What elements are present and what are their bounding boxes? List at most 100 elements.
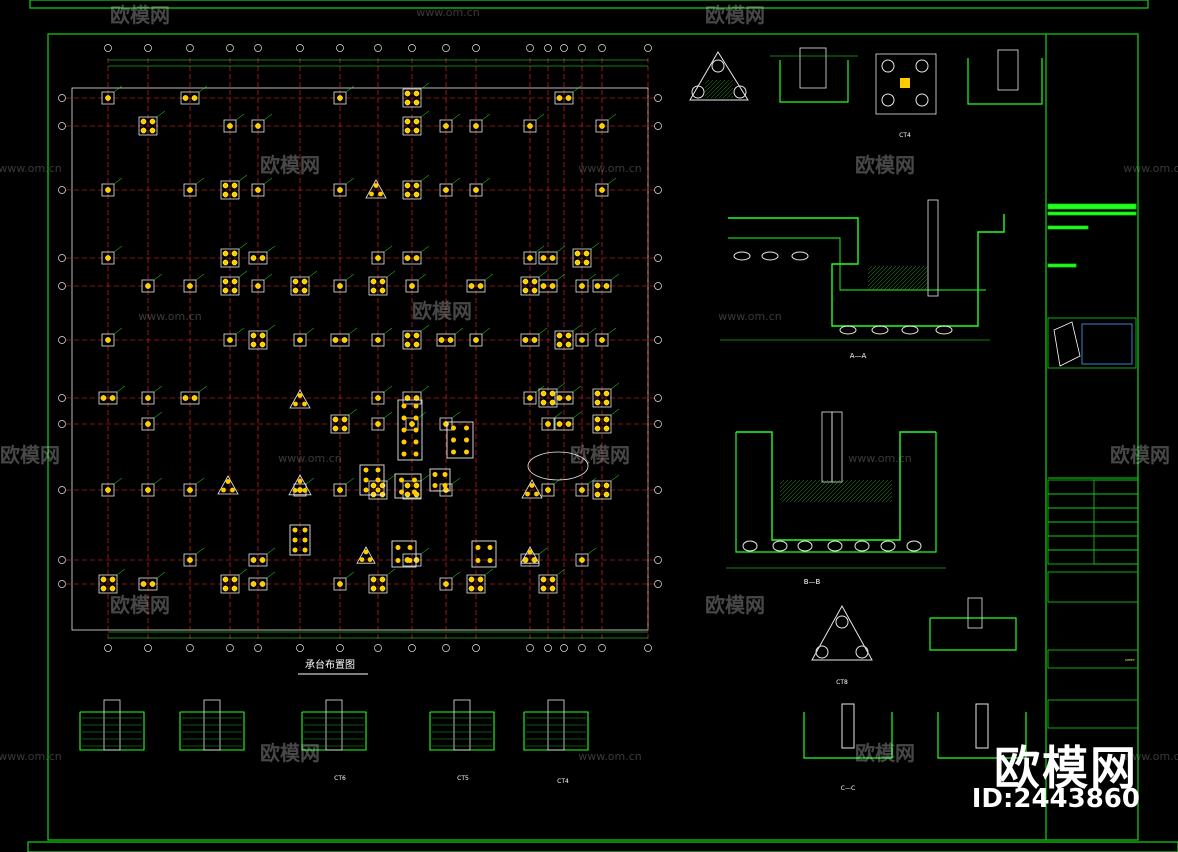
pile-cap-outline <box>439 119 453 133</box>
pile-cap-outline <box>251 183 265 197</box>
leader-line <box>235 327 245 335</box>
pile <box>341 337 348 343</box>
axis-bubble <box>374 644 382 652</box>
pile-cap-outline <box>248 330 268 350</box>
axis-bubble <box>654 122 662 130</box>
brand-badge-name: 欧模网 <box>994 741 1138 795</box>
column <box>841 703 855 749</box>
pile-cap-outline <box>523 119 537 133</box>
leader-line <box>420 324 430 332</box>
section-aa-small <box>967 58 1043 105</box>
hatch-line <box>722 87 734 99</box>
hatch-line <box>833 479 857 503</box>
pile <box>413 99 420 106</box>
pile <box>301 278 308 285</box>
axis-bubble <box>104 644 112 652</box>
pile-cap <box>575 547 597 567</box>
column-marker <box>900 78 910 88</box>
pile <box>145 421 151 427</box>
pile <box>413 557 420 563</box>
hatch-line <box>881 491 893 503</box>
pile <box>413 395 420 401</box>
plan-title: 承台布置图 <box>305 658 355 671</box>
pile-cap <box>592 273 620 293</box>
pile-cap-outline <box>469 333 483 347</box>
leader-line <box>153 411 163 419</box>
leader-line <box>535 113 545 121</box>
pile-cap <box>330 408 358 434</box>
hatch-line <box>779 479 785 485</box>
pile <box>487 558 493 563</box>
watermark-brand: 欧模网 <box>110 3 170 27</box>
leader-line <box>266 571 276 579</box>
pile <box>468 283 475 289</box>
pile <box>522 278 529 285</box>
wall-column <box>831 411 843 483</box>
pile-cap-outline <box>402 180 422 200</box>
pile <box>302 537 308 543</box>
pile <box>549 283 556 289</box>
axis-bubble <box>472 644 480 652</box>
axis-bubble <box>654 420 662 428</box>
pile-circle <box>855 645 869 659</box>
pile-cap-outline <box>141 483 155 497</box>
pile <box>370 278 377 285</box>
axis-bubble <box>336 44 344 52</box>
pile-cap <box>101 245 123 265</box>
leader-line <box>556 568 566 576</box>
pile <box>579 557 585 563</box>
axis-bubble <box>58 556 66 564</box>
title-bar <box>1047 203 1137 210</box>
label-section-aa: A—A <box>850 352 867 360</box>
pile <box>475 558 481 563</box>
pile <box>477 283 484 289</box>
pile-cap <box>248 324 276 350</box>
pile <box>404 255 411 261</box>
pile <box>565 341 572 348</box>
leader-line <box>590 242 600 250</box>
pile <box>412 489 417 495</box>
pile-cap <box>469 327 491 347</box>
leader-line <box>610 474 620 482</box>
pile-cap-outline <box>575 279 589 293</box>
wall-column <box>927 199 939 297</box>
pile-cap <box>554 85 582 105</box>
hatch-line <box>865 479 889 503</box>
pile-cap-outline <box>371 333 385 347</box>
pile <box>369 191 374 197</box>
section-bb-outer <box>736 431 936 541</box>
tb-block <box>1047 571 1139 603</box>
pile-circle <box>815 645 829 659</box>
pile <box>145 395 151 401</box>
pile <box>464 425 469 431</box>
hatch-line <box>710 79 730 99</box>
pile-cap <box>541 477 563 497</box>
pile <box>255 123 261 129</box>
pile <box>109 585 116 592</box>
pile-cap <box>223 327 245 347</box>
pile <box>556 341 563 348</box>
leader-line <box>572 385 582 393</box>
pile-cap <box>101 85 123 105</box>
pile <box>259 557 266 563</box>
pile <box>187 557 193 563</box>
pile <box>527 395 533 401</box>
cap-outline <box>301 711 367 751</box>
pile-cap <box>223 113 245 133</box>
pile-cap-outline <box>368 276 388 296</box>
pile <box>373 183 379 188</box>
pile-cap-outline <box>538 251 558 265</box>
pile-cap <box>333 177 355 197</box>
leader-line <box>345 477 355 485</box>
pile-cap-outline <box>554 391 574 405</box>
axis-bubble <box>644 644 652 652</box>
cap-section-outline <box>779 60 849 103</box>
leader-line <box>607 327 617 335</box>
pile-cap <box>554 324 582 350</box>
pile <box>105 187 111 193</box>
leader-line <box>538 270 548 278</box>
pile-cap <box>402 324 430 350</box>
pile <box>182 395 189 401</box>
leader-line <box>345 85 355 93</box>
